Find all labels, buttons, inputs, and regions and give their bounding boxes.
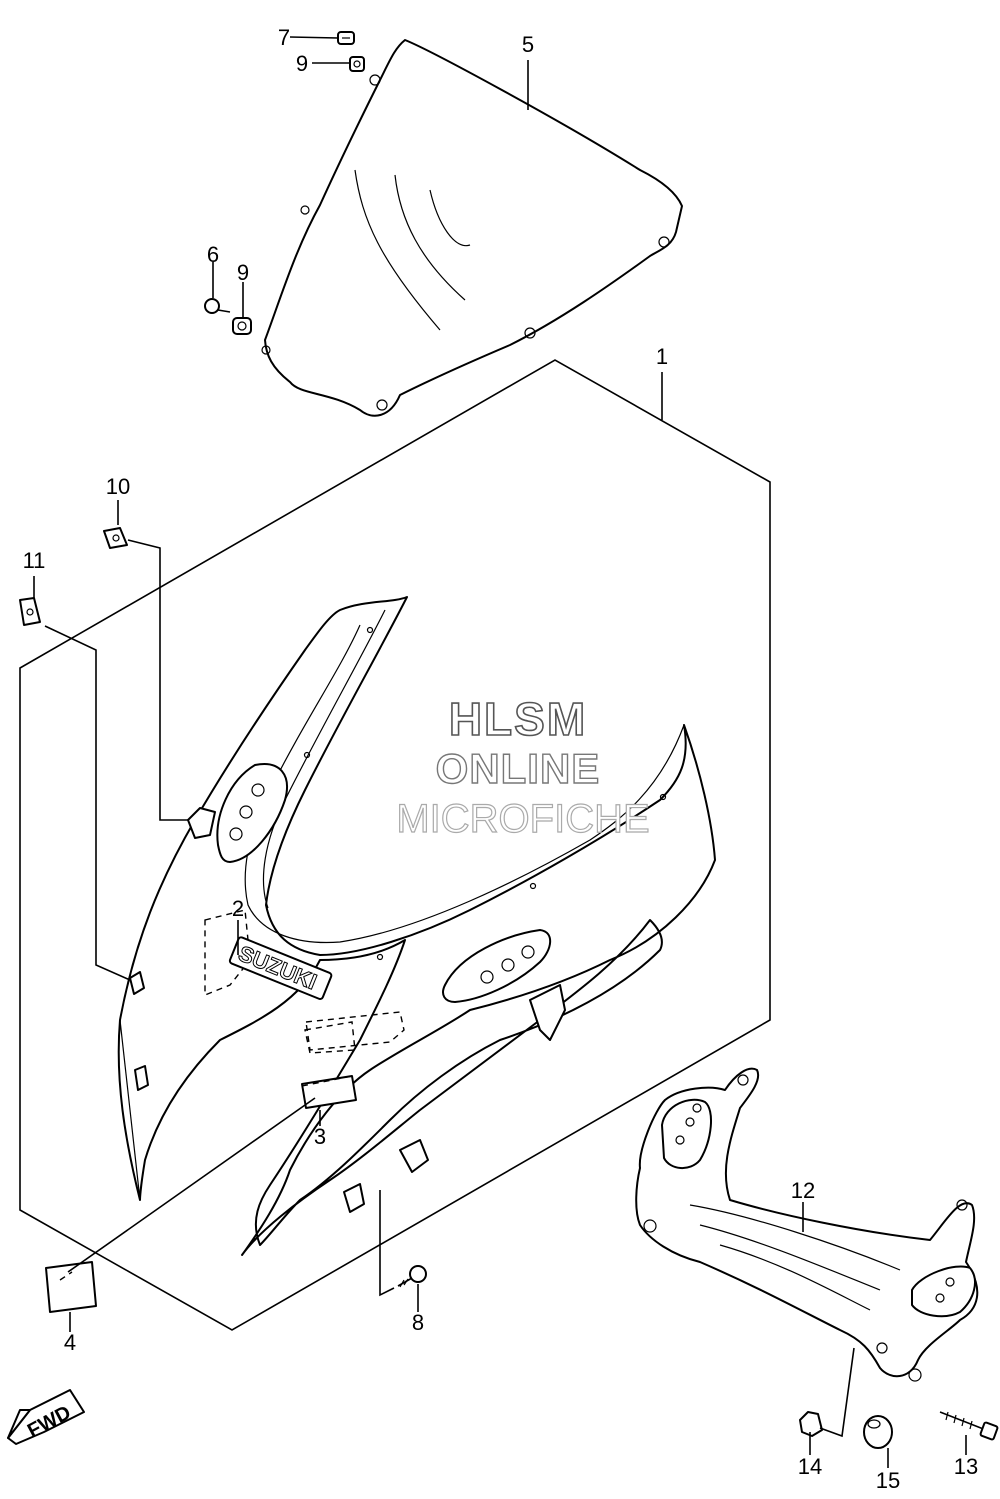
windscreen-screw-6	[204, 298, 231, 314]
grommet-15	[863, 1415, 893, 1449]
callout-7: 7	[278, 25, 290, 50]
clip-10	[103, 527, 128, 549]
leader-14	[819, 1347, 855, 1438]
callout-4: 4	[64, 1330, 76, 1355]
callout-9-side: 9	[237, 260, 249, 285]
cowling-bracket	[635, 1067, 979, 1382]
windscreen-nut-9-side	[232, 317, 252, 335]
fwd-arrow: FWD	[7, 1389, 85, 1445]
bolt-13	[939, 1411, 999, 1441]
windscreen	[261, 39, 683, 417]
watermark-line-2: ONLINE	[436, 745, 601, 792]
leader-8-dashed	[379, 1190, 395, 1297]
decal-area-left	[204, 909, 251, 997]
callout-12: 12	[791, 1178, 815, 1203]
callout-11: 11	[23, 548, 46, 573]
callout-13: 13	[954, 1454, 978, 1479]
decal-4	[45, 1261, 97, 1313]
upper-cowling	[117, 596, 716, 1256]
windscreen-screw-7	[337, 31, 355, 45]
callout-3: 3	[314, 1124, 326, 1149]
leader-11	[44, 625, 131, 981]
leader-4-diag	[67, 1097, 316, 1273]
collar-14	[799, 1411, 823, 1437]
callout-10: 10	[106, 474, 130, 499]
callout-2: 2	[232, 896, 244, 921]
assembly-outline	[19, 359, 771, 1331]
leader-10	[127, 539, 190, 821]
watermark-line-3: MICROFICHE	[396, 797, 649, 841]
windscreen-nut-9-top	[349, 56, 365, 72]
screw-8	[397, 1265, 427, 1288]
callout-15: 15	[876, 1468, 900, 1493]
callout-8: 8	[412, 1310, 424, 1335]
decal-area-right	[305, 1011, 405, 1051]
callout-1: 1	[656, 344, 668, 369]
clip-11	[19, 597, 41, 626]
callout-9-top: 9	[296, 51, 308, 76]
watermark-line-1: HLSM	[449, 693, 587, 745]
callout-6: 6	[207, 242, 219, 267]
watermark: HLSM ONLINE MICROFICHE	[396, 692, 651, 841]
callout-14: 14	[798, 1454, 822, 1479]
callout-5: 5	[522, 32, 534, 57]
